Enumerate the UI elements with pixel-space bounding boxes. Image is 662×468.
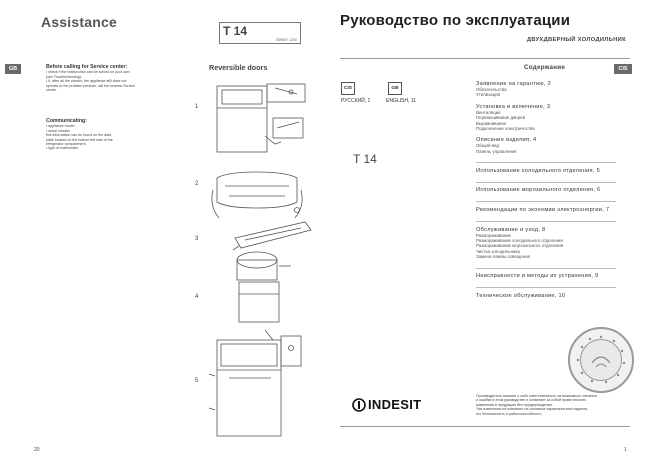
footer-rule	[340, 426, 630, 427]
toc-entry-sub: Обязательства	[476, 87, 507, 92]
toc-entry: Использование холодильного отделения, 5	[476, 168, 616, 174]
step-number: 1	[195, 104, 199, 110]
toc-entry-sub: Панель управления	[476, 148, 517, 154]
communicate-line: plate located on the bottom left side of…	[46, 137, 113, 142]
step-number: 4	[195, 294, 199, 300]
table-of-contents: Заявление на гарантию, 2 Обязательства У…	[476, 81, 616, 299]
communicate-line: refrigerator compartment.	[46, 142, 87, 147]
toc-entry: Неисправности и методы их устранения, 9	[476, 273, 616, 279]
toc-entry-sub: Перевешивание дверей	[476, 115, 526, 121]
toc-divider	[476, 201, 616, 203]
communicate-line: this information can be found on the dat…	[46, 133, 112, 138]
model-label: T 14	[223, 24, 248, 38]
toc-entry: Установка и включение, 3 Вентиляция Пере…	[476, 104, 616, 132]
lang-tab-gb: GB	[5, 64, 21, 74]
toc-entry-sub: Чистка холодильника	[476, 248, 520, 254]
service-line: • check if the malfunction can be solved…	[46, 70, 130, 75]
reversible-doors-illustrations	[208, 83, 312, 437]
communicate-heading: Communicating:	[46, 118, 87, 124]
toc-entry-title: Техническое обслуживание, 10	[476, 292, 566, 299]
lang-box-gb: GB	[388, 82, 402, 95]
indesit-logo-icon	[352, 397, 366, 412]
right-page-number: 1	[624, 447, 627, 453]
disclaimer: Производитель снимает с себя ответственн…	[476, 394, 631, 416]
step4-illustration	[236, 251, 291, 323]
model-box: T 14 059597 1200	[219, 22, 301, 44]
communicate-instructions: Communicating: • appliance model • seria…	[46, 118, 196, 151]
toc-entry-title: Использование холодильного отделения, 5	[476, 167, 600, 174]
service-line: (see Troubleshooting);	[46, 74, 82, 79]
indesit-logo: INDESIT	[352, 397, 421, 412]
lang-label-cis: РУССКИЙ, 1	[341, 98, 371, 104]
header-rule	[340, 58, 630, 59]
step-number: 5	[195, 378, 199, 384]
toc-entry-title: Заявление на гарантию, 2	[476, 81, 552, 87]
toc-entry-sub: Утилизация	[476, 92, 501, 98]
service-line: centre.	[46, 88, 57, 93]
toc-entry-title: Использование морозильного отделения, 6	[476, 187, 601, 194]
toc-entry: Заявление на гарантию, 2 Обязательства У…	[476, 81, 616, 98]
step5-illustration	[208, 329, 302, 437]
toc-entry-sub: Общий вид	[476, 143, 500, 149]
toc-entry-sub: Размораживание холодильного отделения	[476, 238, 563, 244]
toc-entry-title: Обслуживание и уход, 8	[476, 226, 546, 233]
step-number: 2	[195, 181, 199, 187]
toc-entry: Рекомендации по экономии электроэнергии,…	[476, 207, 616, 213]
toc-entry: Обслуживание и уход, 8 Размораживание Ра…	[476, 227, 616, 260]
left-page-number: 20	[34, 447, 40, 453]
communicate-line: • type of malfunction	[46, 146, 79, 151]
disclaimer-line: и ошибки в этом руководстве и оставляет …	[476, 398, 587, 403]
communicate-line: • appliance model	[46, 124, 75, 129]
brand-name: INDESIT	[368, 397, 422, 412]
toc-entry: Использование морозильного отделения, 6	[476, 187, 616, 193]
toc-divider	[476, 221, 616, 222]
toc-entry: Техническое обслуживание, 10	[476, 293, 616, 299]
service-line: • if, after all the checks, the applianc…	[46, 79, 127, 84]
step3-illustration	[232, 221, 312, 251]
communicate-line: • serial number	[46, 128, 71, 133]
toc-entry-title: Установка и включение, 3	[476, 103, 551, 110]
quality-seal-icon	[568, 327, 634, 393]
disclaimer-line: его безопасность и работоспособность.	[476, 411, 543, 416]
toc-entry-sub: Размораживание морозильного отделения	[476, 243, 564, 249]
disclaimer-line: Производитель снимает с себя ответственн…	[476, 394, 597, 398]
toc-divider	[476, 287, 616, 288]
step2-illustration	[211, 171, 303, 219]
reversible-doors-title: Reversible doors	[209, 63, 268, 72]
right-page-title: Руководство по эксплуатации	[340, 12, 571, 29]
toc-entry-title: Рекомендации по экономии электроэнергии,…	[476, 207, 610, 214]
toc-entry-sub: Замена лампы освещения	[476, 254, 531, 260]
step1-illustration	[216, 83, 306, 153]
model-code: 059597 1200	[276, 38, 297, 42]
right-model-label: T 14	[353, 152, 377, 166]
toc-divider	[476, 267, 616, 269]
disclaimer-line: изменения в продукцию без предупреждения…	[476, 402, 553, 407]
toc-entry-sub: Размораживание	[476, 232, 511, 238]
toc-entry-sub: Подключение электричества	[476, 126, 535, 132]
service-heading: Before calling for Service center:	[46, 64, 128, 70]
toc-divider	[476, 181, 616, 183]
toc-entry-title: Описание изделия, 4	[476, 137, 537, 144]
left-page-title: Assistance	[41, 14, 117, 30]
step-number: 3	[195, 236, 199, 242]
service-line: operate or the problem persists, call th…	[46, 83, 136, 88]
disclaimer-line: Эти изменения не повлияют на основные ха…	[476, 407, 589, 412]
toc-entry-title: Неисправности и методы их устранения, 9	[476, 273, 599, 280]
lang-box-cis: CIS	[341, 82, 355, 95]
toc-entry-sub: Выравнивание	[476, 120, 507, 126]
lang-label-gb: ENGLISH, 11	[386, 98, 416, 104]
toc-heading: Содержание	[524, 64, 566, 71]
right-page-subtitle: ДВУХДВЕРНЫЙ ХОЛОДИЛЬНИК	[526, 37, 626, 43]
toc-entry: Описание изделия, 4 Общий вид Панель упр…	[476, 137, 616, 154]
lang-tab-cis: CIS	[614, 64, 632, 74]
service-instructions: Before calling for Service center: • che…	[46, 64, 196, 92]
toc-divider	[476, 162, 616, 163]
toc-entry-sub: Вентиляция	[476, 109, 501, 115]
